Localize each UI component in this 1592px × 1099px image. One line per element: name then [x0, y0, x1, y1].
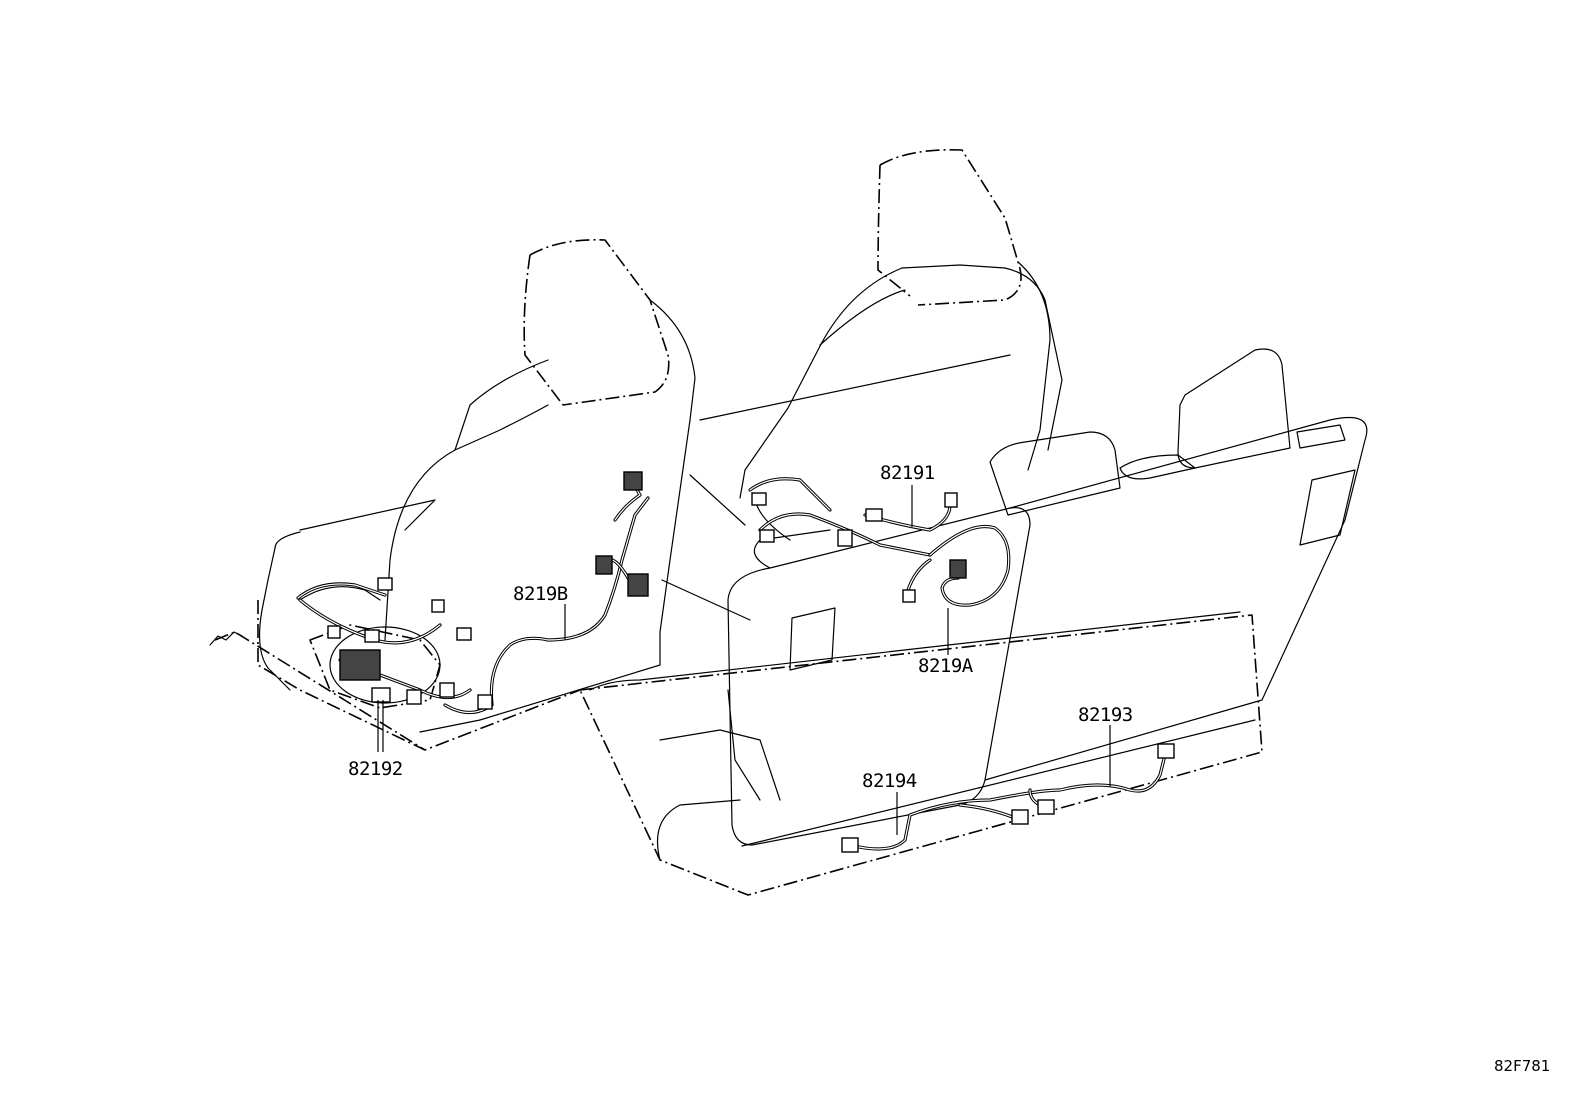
label-8219B[interactable]: 8219B	[513, 583, 568, 605]
illustration-code: 82F781	[1494, 1057, 1550, 1075]
rear-headrest-outlines	[989, 348, 1291, 516]
wire-harness-82191	[748, 477, 958, 603]
part-labels: 82191 8219B 8219A 82193 82194 82192	[348, 462, 1133, 792]
label-82194[interactable]: 82194	[862, 770, 917, 792]
label-82193[interactable]: 82193	[1078, 704, 1133, 726]
front-right-seat-outline	[739, 148, 1063, 569]
rear-seatback-outline	[727, 416, 1368, 846]
wire-harness-82193-82194	[841, 743, 1175, 853]
front-left-seat-outline	[209, 238, 1011, 751]
label-8219A[interactable]: 8219A	[918, 655, 974, 677]
wire-harness-8219A	[928, 524, 1011, 607]
wire-harness-82192	[296, 577, 472, 705]
label-82191[interactable]: 82191	[880, 462, 935, 484]
wire-harness-8219B	[443, 471, 650, 715]
label-82192[interactable]: 82192	[348, 758, 403, 780]
rear-seat-cushion-outline	[579, 611, 1263, 896]
leader-lines	[377, 485, 1111, 835]
